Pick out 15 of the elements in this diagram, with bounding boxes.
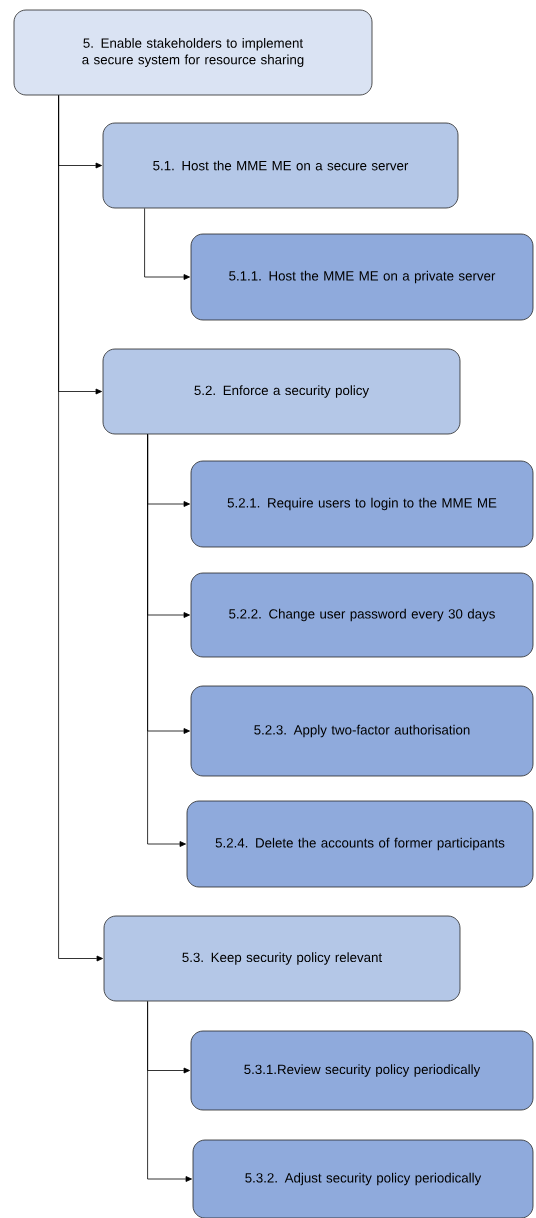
process-box: 5.1.1. Host the MME ME on a private server <box>190 233 534 321</box>
process-box: 5.2.1. Require users to login to the MME ME <box>190 460 534 548</box>
process-box: 5.1. Host the MME ME on a secure server <box>102 122 459 209</box>
process-box: 5.2. Enforce a security policy <box>102 348 461 435</box>
process-box: 5.2.2. Change user password every 30 days <box>190 572 534 658</box>
process-box: 5.3.1.Review security policy periodically <box>190 1030 534 1111</box>
arrow <box>58 95 103 962</box>
process-box: 5.3.2. Adjust security policy periodically <box>192 1139 534 1218</box>
process-box: 5.2.4. Delete the accounts of former participants <box>186 800 534 888</box>
arrow <box>147 1001 192 1182</box>
process-box: 5. Enable stakeholders to implement a secure system for resource sharing <box>13 9 373 96</box>
process-box: 5.2.3. Apply two-factor authorisation <box>190 685 534 777</box>
arrow <box>144 208 190 280</box>
process-box: 5.3. Keep security policy relevant <box>103 915 461 1002</box>
arrow <box>147 434 186 847</box>
